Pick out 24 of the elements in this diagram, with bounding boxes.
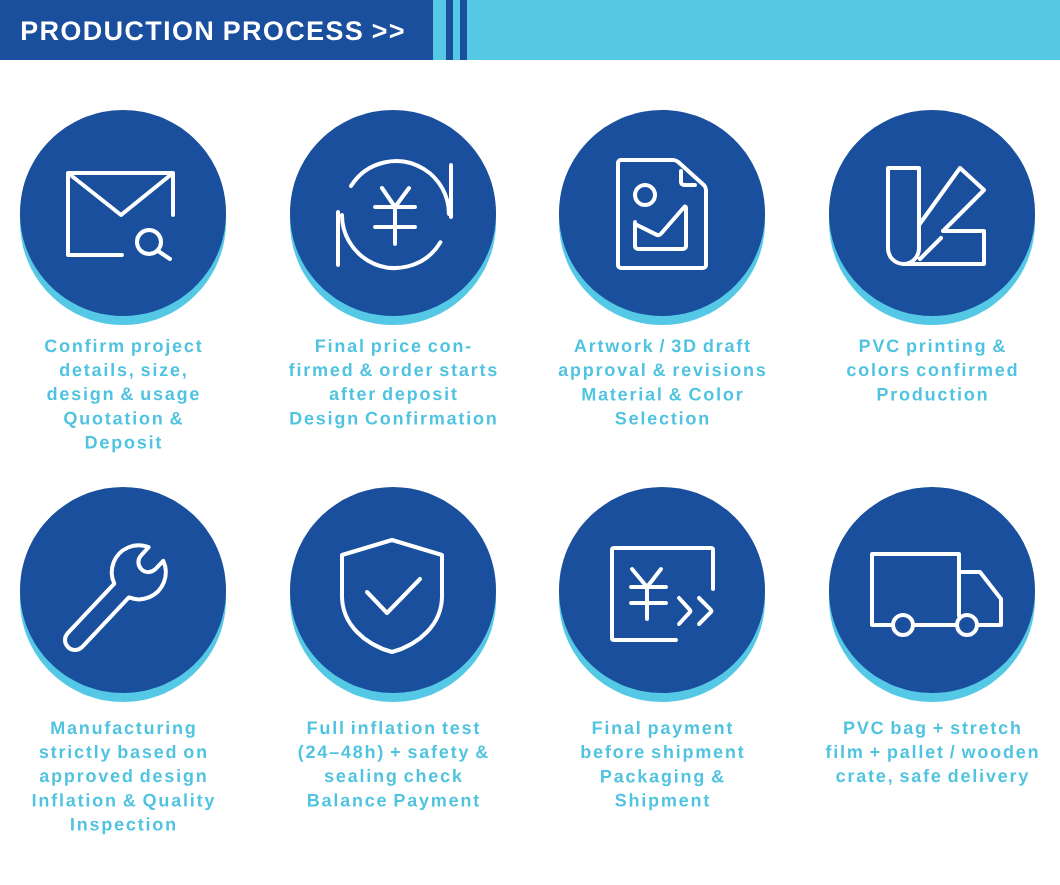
step-title: Design Confirmation [290, 411, 496, 429]
step-circle [559, 487, 765, 702]
step-circle [290, 487, 496, 702]
step-title: Inflation & Quality Inspection [32, 793, 215, 835]
page-title: PRODUCTION PROCESS >> [22, 21, 404, 41]
step-circle [20, 487, 226, 702]
step-description: Confirm project details, size, design & usage [45, 338, 202, 404]
step-circle [20, 110, 226, 325]
step-description: Final payment before shipment [581, 720, 744, 762]
step-title: Balance Payment [308, 793, 479, 811]
step-circle [829, 487, 1035, 702]
step-title: Production [877, 387, 987, 401]
step-description: PVC bag + stretch film + pallet / wooden crate, safe delivery [825, 720, 1038, 786]
step-description: Full inflation test (24–48h) + safety & sealing check [298, 720, 488, 786]
step-circle [290, 110, 496, 325]
step-circle [829, 110, 1035, 325]
step-description: Artwork / 3D draft approval & revisions [558, 338, 766, 380]
step-description: PVC printing & colors confirmed [847, 338, 1017, 377]
step-title: Packaging & Shipment [601, 769, 724, 811]
step-circle [559, 110, 765, 325]
step-description: Final price con- firmed & order starts after deposit [289, 338, 497, 404]
step-description: Manufacturing strictly based on approved design [39, 720, 206, 786]
step-title: Material & Color Selection [582, 387, 743, 425]
step-title: Quotation & Deposit [64, 411, 183, 453]
